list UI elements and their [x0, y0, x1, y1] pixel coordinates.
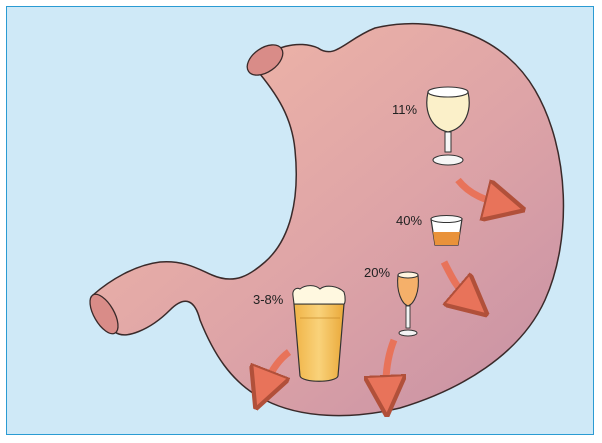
fortified-percentage-label: 20%: [364, 265, 390, 280]
shot-glass-icon: [431, 216, 462, 246]
beer-percentage-label: 3-8%: [253, 292, 284, 307]
wine-percentage-label: 11%: [392, 102, 417, 117]
beer-glass-icon: [293, 286, 345, 382]
spirits-percentage-label: 40%: [396, 213, 422, 228]
